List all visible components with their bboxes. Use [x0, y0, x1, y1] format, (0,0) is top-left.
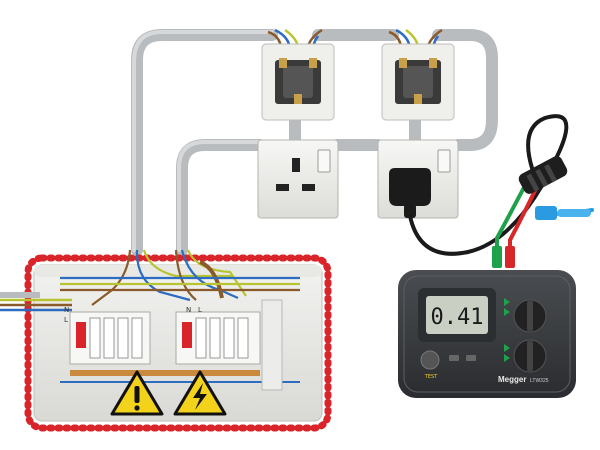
lcd-reading: 0.41: [431, 305, 484, 330]
hazard-triangle-icon: [110, 370, 164, 416]
terminal-letter: N: [186, 306, 191, 314]
dial-markers: [504, 298, 510, 362]
breaker-row-left[interactable]: [69, 311, 151, 365]
backbox-right: [381, 43, 455, 121]
lower-busbar: [60, 299, 300, 391]
lcd-screen: [426, 296, 488, 334]
lead-adapter: [518, 156, 591, 220]
meter-button[interactable]: [466, 355, 476, 361]
meter-brand: Megger: [498, 375, 526, 384]
breaker-row-right[interactable]: [175, 311, 261, 365]
test-button-label: TEST: [424, 374, 438, 380]
plug-icon[interactable]: [389, 168, 431, 218]
meter-button[interactable]: [449, 355, 459, 361]
function-dial[interactable]: [513, 299, 547, 333]
backbox-left: [261, 43, 335, 121]
supply-wires: [0, 292, 72, 312]
consumer-unit-wiring: [60, 249, 300, 306]
test-button[interactable]: TEST: [420, 350, 440, 380]
socket-switch[interactable]: [317, 149, 331, 173]
high-voltage-triangle-icon: [173, 370, 227, 416]
terminal-letter: N: [64, 306, 69, 314]
socket-icon: [276, 158, 315, 191]
megger-meter: 0.41 TEST Megger LTW325: [398, 270, 576, 398]
lead-plugs: [492, 246, 515, 268]
meter-model: LTW325: [530, 378, 549, 384]
conduit-highlight: [132, 30, 274, 252]
terminal-letter: L: [198, 306, 202, 314]
terminal-letter: L: [64, 316, 68, 324]
socket-switch[interactable]: [437, 149, 451, 173]
socket-left[interactable]: [257, 139, 339, 219]
range-dial[interactable]: [513, 339, 547, 373]
